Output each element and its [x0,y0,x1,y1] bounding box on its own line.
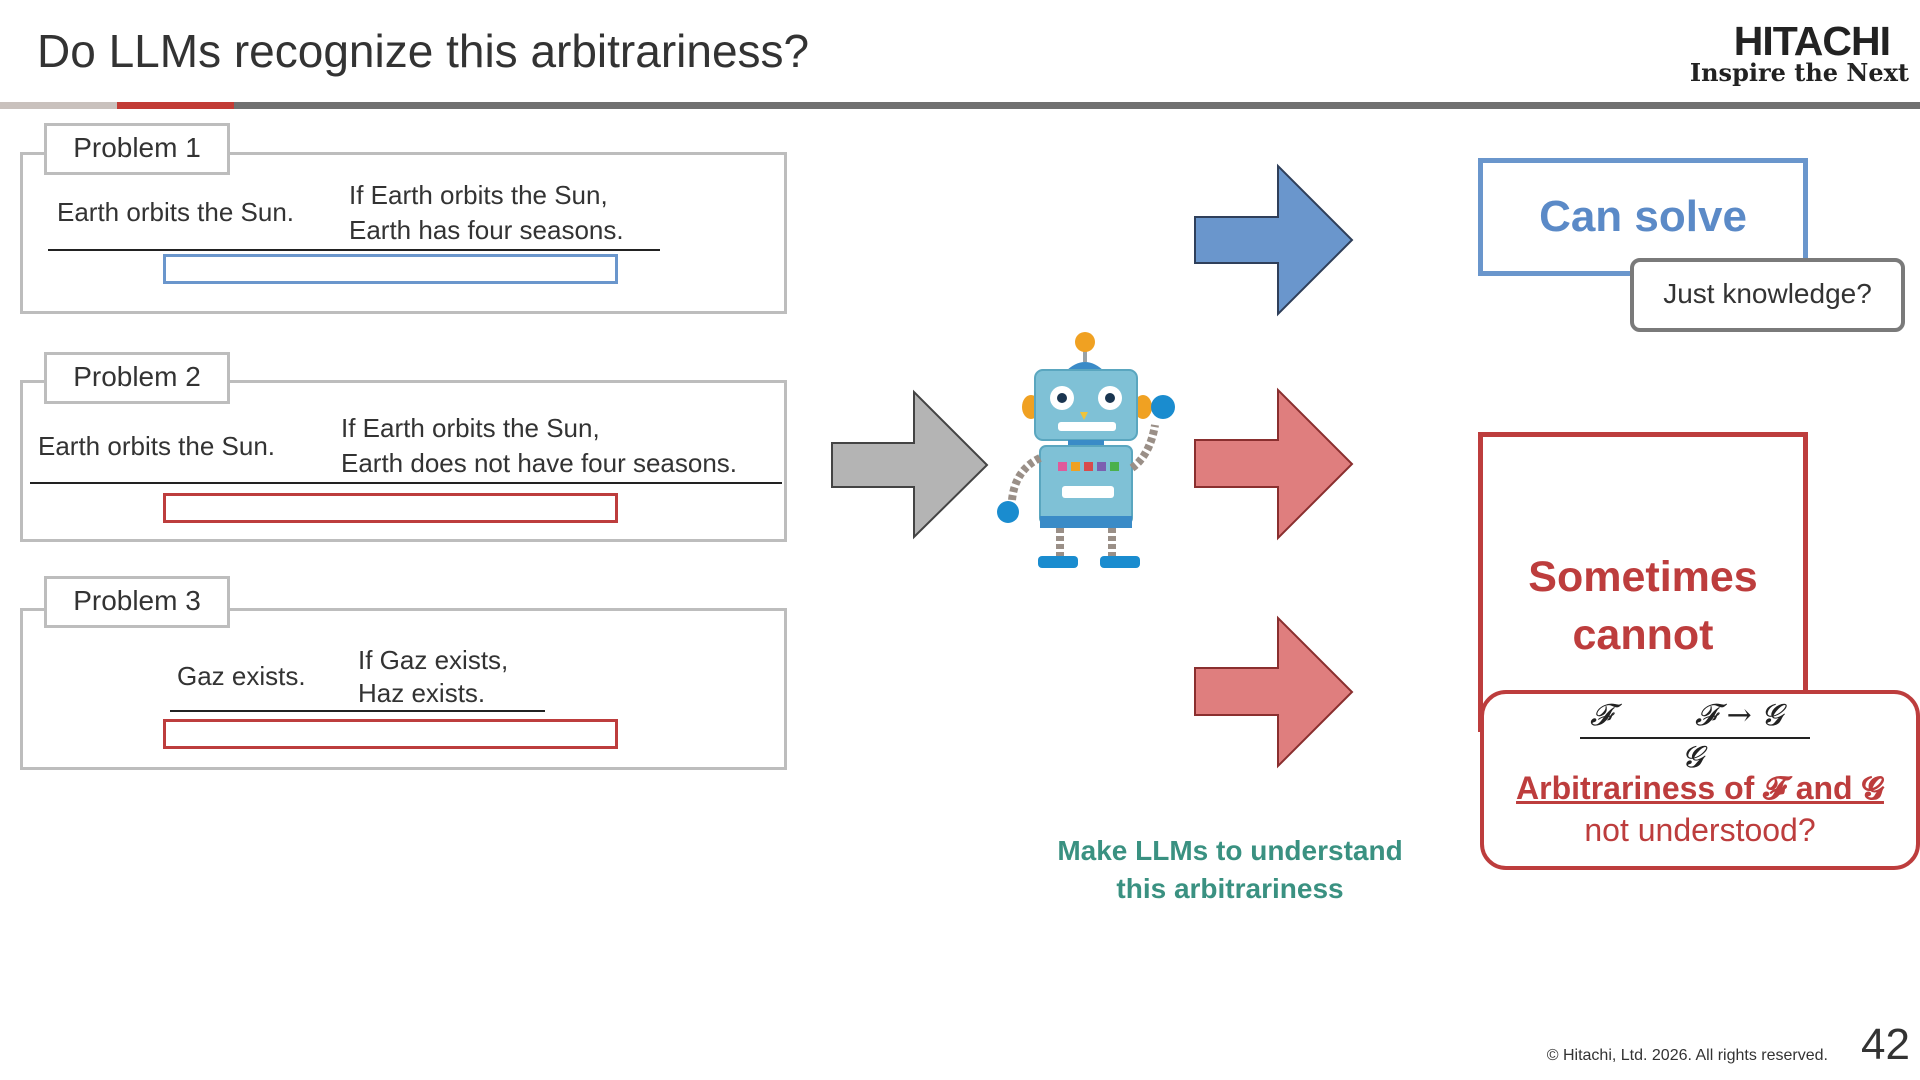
problem-2-rule-line1: If Earth orbits the Sun, [341,413,600,443]
caption-line2: this arbitrariness [1116,873,1344,904]
sometimes-cannot-label: Sometimes cannot [1478,548,1808,664]
problem-1-answer-slot[interactable] [163,254,618,284]
make-llms-caption: Make LLMs to understand this arbitrarine… [1030,832,1430,908]
problem-1-tag: Problem 1 [44,123,230,175]
sometimes-line1: Sometimes [1528,553,1758,601]
header-rule-segment [0,102,117,109]
header-rule [0,102,1920,109]
header-rule-accent [117,102,234,109]
just-knowledge-label: Just knowledge? [1663,278,1872,309]
problem-3-premise: Gaz exists. [177,661,306,691]
problem-3-inference-line [170,710,545,712]
sometimes-line2: cannot [1572,611,1714,659]
problem-3-answer-slot[interactable] [163,719,618,749]
just-knowledge-callout [1630,258,1905,332]
formula-conclusion: 𝓖 [1682,740,1704,775]
not-understood-label: not understood? [1584,812,1816,848]
problem-2-rule-line2: Earth does not have four seasons. [341,448,738,478]
sometimes-cannot-box [1478,432,1808,732]
blue-arrow-right-icon [1194,163,1354,317]
problem-1-rule-line1: If Earth orbits the Sun, [349,180,608,210]
arbitrariness-label: Arbitrariness of 𝓕 and 𝓖 [1516,770,1884,806]
problem-3-rule-line2: Haz exists. [358,678,486,708]
gray-arrow-right-icon [831,389,989,540]
problem-2-premise: Earth orbits the Sun. [38,431,276,461]
formula-premise: 𝓕 [1590,698,1613,733]
problem-1-rule-line2: Earth has four seasons. [349,215,624,245]
problem-2-tag: Problem 2 [44,352,230,404]
logo-tagline: Inspire the Next [1689,58,1909,87]
problem-3-tag: Problem 3 [44,576,230,628]
problem-2-answer-slot[interactable] [163,493,618,523]
can-solve-box [1478,158,1808,276]
red-arrow-right-icon [1194,387,1354,541]
problem-1-inference-line [48,249,660,251]
red-arrow-right-icon [1194,615,1354,769]
problem-2-inference-line [30,482,782,484]
robot-icon [997,332,1175,568]
hitachi-logo: HITACHI [1733,18,1891,64]
copyright-notice: © Hitachi, Ltd. 2026. All rights reserve… [1546,1047,1828,1064]
problem-1-panel [20,152,787,314]
problem-1-premise: Earth orbits the Sun. [57,197,295,227]
page-title: Do LLMs recognize this arbitrariness? [37,25,810,77]
arbitrariness-callout [1480,690,1920,870]
problem-3-rule-line1: If Gaz exists, [358,645,509,675]
can-solve-label: Can solve [1539,192,1747,241]
page-number: 42 [1861,1020,1910,1069]
formula-rule: 𝓕 → 𝓖 [1695,698,1783,733]
caption-line1: Make LLMs to understand [1057,835,1403,866]
formula-inference-line [1580,737,1810,739]
